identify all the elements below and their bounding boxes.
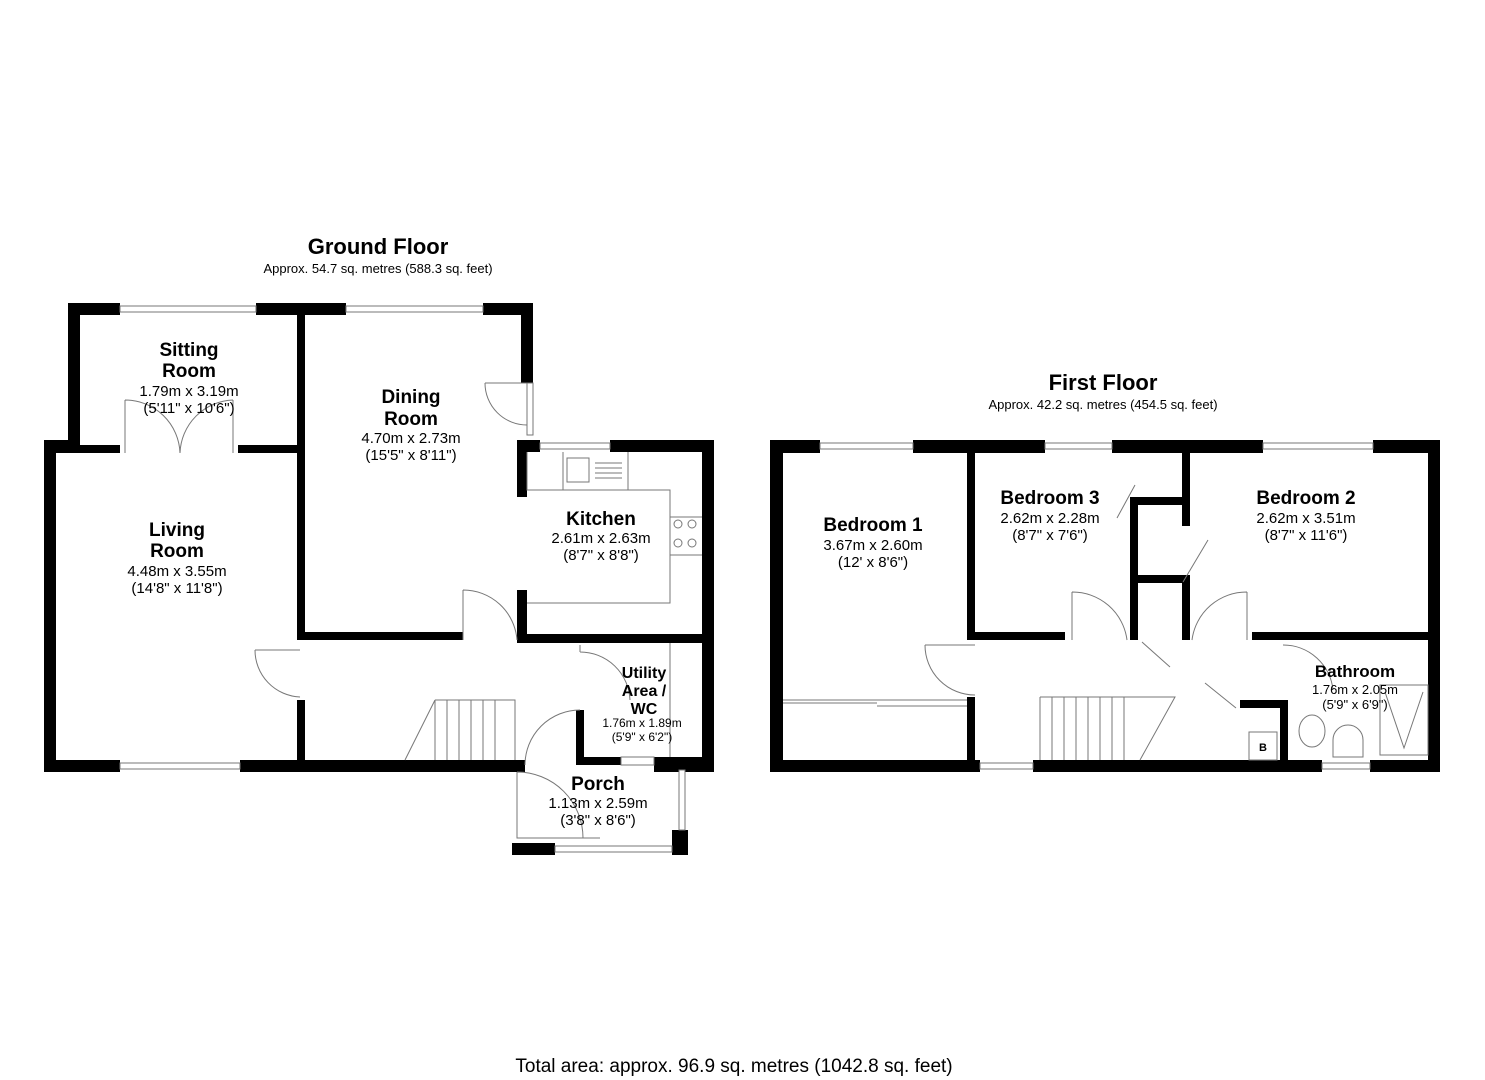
room-imperial: (8'7" x 7'6") <box>1012 527 1088 544</box>
room-metric: 1.76m x 1.89m <box>602 716 681 730</box>
first-floor-doors-fixtures <box>783 484 1429 761</box>
ground-floor: Ground Floor Approx. 54.7 sq. metres (58… <box>44 234 714 855</box>
ground-floor-walls <box>44 303 714 855</box>
first-floor-area: Approx. 42.2 sq. metres (454.5 sq. feet) <box>988 397 1217 412</box>
room-metric: 3.67m x 2.60m <box>823 537 922 554</box>
room-porch: Porch 1.13m x 2.59m (3'8" x 8'6") <box>548 774 647 829</box>
room-name: Room <box>384 409 438 430</box>
room-bedroom-2: Bedroom 2 2.62m x 3.51m (8'7" x 11'6") <box>1256 488 1355 544</box>
room-imperial: (14'8" x 11'8") <box>131 580 222 597</box>
room-imperial: (5'9" x 6'2") <box>612 730 672 744</box>
room-utility-wc: Utility Area / WC 1.76m x 1.89m (5'9" x … <box>602 665 681 744</box>
room-imperial: (12' x 8'6") <box>838 554 908 571</box>
room-name: Room <box>150 541 204 562</box>
room-bedroom-3: Bedroom 3 2.62m x 2.28m (8'7" x 7'6") <box>1000 488 1099 544</box>
room-metric: 1.76m x 2.05m <box>1312 682 1398 697</box>
room-metric: 1.13m x 2.59m <box>548 795 647 812</box>
room-metric: 4.48m x 3.55m <box>127 563 226 580</box>
room-metric: 2.61m x 2.63m <box>551 530 650 547</box>
room-metric: 4.70m x 2.73m <box>361 430 460 447</box>
room-name: Bedroom 1 <box>823 515 923 536</box>
room-name: Living <box>149 520 205 541</box>
room-bedroom-1: Bedroom 1 3.67m x 2.60m (12' x 8'6") <box>823 515 923 571</box>
room-dining-room: Dining Room 4.70m x 2.73m (15'5" x 8'11"… <box>361 387 460 464</box>
room-bathroom: Bathroom 1.76m x 2.05m (5'9" x 6'9") <box>1312 662 1398 712</box>
first-floor: First Floor Approx. 42.2 sq. metres (454… <box>770 370 1440 772</box>
room-name: WC <box>631 701 658 718</box>
room-name: Utility <box>622 665 667 682</box>
room-metric: 2.62m x 3.51m <box>1256 510 1355 527</box>
ground-floor-area: Approx. 54.7 sq. metres (588.3 sq. feet) <box>263 261 492 276</box>
room-metric: 2.62m x 2.28m <box>1000 510 1099 527</box>
room-imperial: (8'7" x 8'8") <box>563 547 639 564</box>
room-imperial: (5'11" x 10'6") <box>143 400 234 417</box>
room-name: Room <box>162 361 216 382</box>
first-floor-windows <box>819 442 1374 770</box>
room-name: Sitting <box>159 340 218 361</box>
room-living-room: Living Room 4.48m x 3.55m (14'8" x 11'8"… <box>127 520 226 597</box>
ground-floor-windows <box>119 305 686 853</box>
first-floor-title: First Floor <box>1049 370 1158 395</box>
room-imperial: (3'8" x 8'6") <box>560 812 636 829</box>
boiler-label: B <box>1259 742 1267 754</box>
room-name: Bedroom 3 <box>1000 488 1099 509</box>
room-name: Kitchen <box>566 509 636 530</box>
room-imperial: (8'7" x 11'6") <box>1265 527 1348 544</box>
room-imperial: (5'9" x 6'9") <box>1322 697 1388 712</box>
room-name: Dining <box>381 387 440 408</box>
room-name: Bathroom <box>1315 662 1395 681</box>
first-floor-walls <box>770 440 1440 772</box>
total-area: Total area: approx. 96.9 sq. metres (104… <box>515 1056 952 1077</box>
room-name: Bedroom 2 <box>1256 488 1355 509</box>
room-name: Porch <box>571 774 625 795</box>
ground-floor-doors-fixtures <box>124 382 702 839</box>
ground-floor-title: Ground Floor <box>308 234 449 259</box>
room-metric: 1.79m x 3.19m <box>139 383 238 400</box>
room-sitting-room: Sitting Room 1.79m x 3.19m (5'11" x 10'6… <box>139 340 238 417</box>
room-kitchen: Kitchen 2.61m x 2.63m (8'7" x 8'8") <box>551 509 650 564</box>
room-name: Area / <box>622 683 667 700</box>
room-imperial: (15'5" x 8'11") <box>365 447 456 464</box>
